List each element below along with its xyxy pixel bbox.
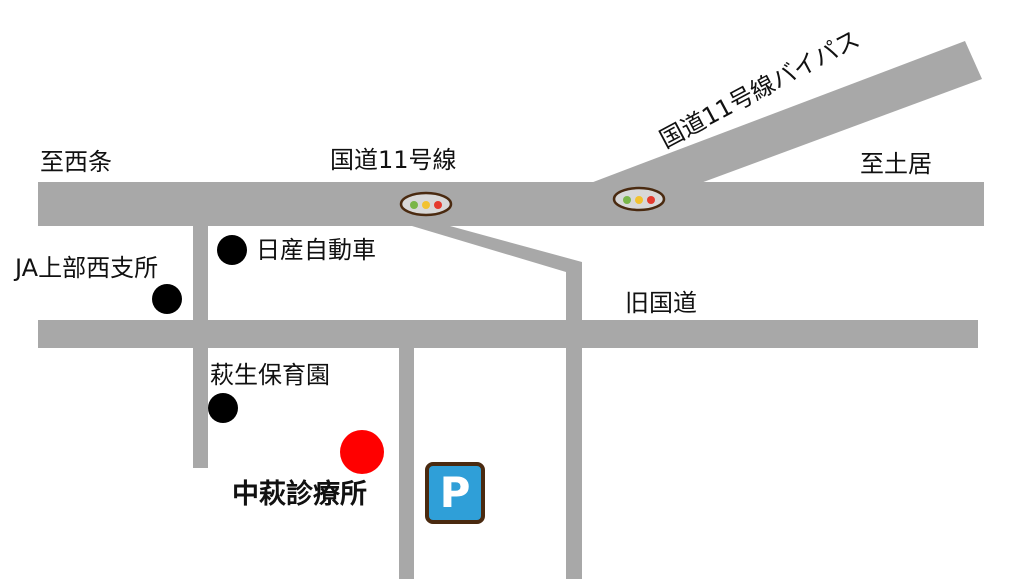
nissan-marker bbox=[217, 235, 247, 265]
old-road bbox=[38, 320, 978, 348]
left-vertical-road bbox=[193, 226, 208, 468]
parking-icon: P bbox=[425, 462, 485, 524]
right-vertical-road bbox=[566, 262, 582, 579]
center-vertical-road bbox=[399, 348, 414, 579]
to-doi-label: 至土居 bbox=[860, 150, 932, 178]
to-saijo-label: 至西条 bbox=[40, 148, 112, 176]
traffic-light-icon bbox=[399, 191, 453, 217]
route11-road bbox=[38, 182, 984, 226]
ja-branch-label: JA上部西支所 bbox=[15, 254, 159, 282]
old-road-label: 旧国道 bbox=[625, 289, 697, 317]
clinic-marker bbox=[340, 430, 384, 474]
nursery-label: 萩生保育園 bbox=[210, 361, 330, 389]
nursery-marker bbox=[208, 393, 238, 423]
nissan-label: 日産自動車 bbox=[256, 236, 376, 264]
clinic-label: 中萩診療所 bbox=[232, 479, 367, 510]
ja-branch-marker bbox=[152, 284, 182, 314]
traffic-light-icon bbox=[612, 186, 666, 212]
connector-road bbox=[412, 226, 582, 280]
route11-label: 国道11号線 bbox=[330, 146, 457, 174]
bypass-road bbox=[588, 41, 982, 184]
